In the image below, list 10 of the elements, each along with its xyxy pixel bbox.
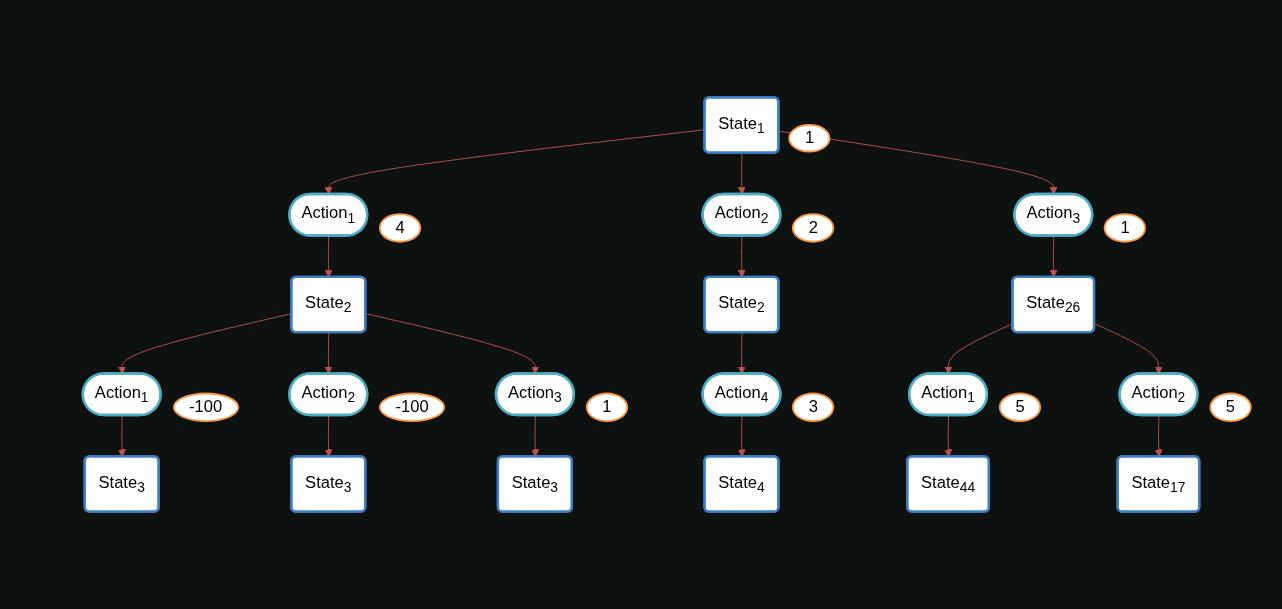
node-label: 3 xyxy=(808,397,818,416)
node-label: -100 xyxy=(395,397,429,416)
node-label: 5 xyxy=(1015,397,1025,416)
node-label: 5 xyxy=(1225,397,1235,416)
node-label: 1 xyxy=(1120,217,1130,237)
node-label: 1 xyxy=(805,128,815,147)
node-label: 1 xyxy=(602,397,612,416)
node-label: -100 xyxy=(189,397,223,416)
node-label: 2 xyxy=(808,217,818,237)
node-label: 4 xyxy=(395,217,405,237)
